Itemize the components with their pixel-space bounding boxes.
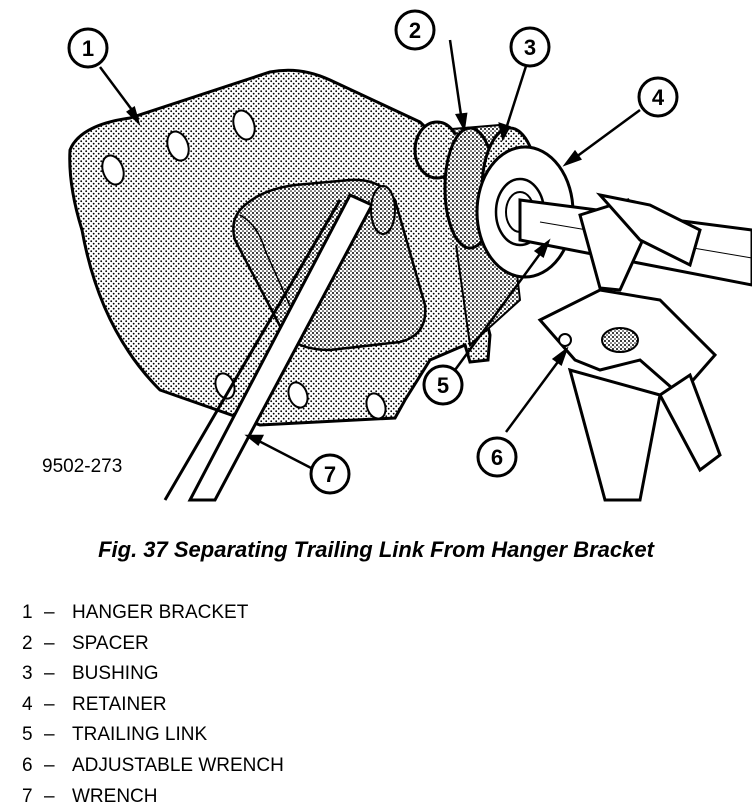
legend-number: 3 [22, 663, 33, 685]
callout-1-label: 1 [82, 36, 94, 61]
callout-1: 1 [67, 27, 109, 69]
parts-legend: 1–HANGER BRACKET 2–SPACER 3–BUSHING 4–RE… [22, 598, 284, 812]
legend-dash: – [44, 724, 55, 746]
callout-7: 7 [309, 453, 351, 495]
legend-item: 7–WRENCH [22, 782, 284, 812]
callout-4-label: 4 [652, 85, 665, 110]
legend-dash: – [44, 602, 55, 623]
legend-number: 2 [22, 632, 33, 654]
legend-item: 2–SPACER [22, 629, 284, 660]
legend-item: 6–ADJUSTABLE WRENCH [22, 751, 284, 782]
figure-id: 9502-273 [42, 456, 123, 477]
callout-5: 5 [422, 364, 464, 406]
adjustable-wrench [537, 192, 722, 502]
callout-5-label: 5 [437, 373, 449, 398]
leader-lines [98, 39, 641, 472]
figure-caption: Fig. 37 Separating Trailing Link From Ha… [98, 537, 654, 562]
callout-6-label: 6 [491, 445, 503, 470]
legend-dash: – [44, 754, 55, 776]
legend-label: RETAINER [72, 693, 167, 715]
legend-item: 3–BUSHING [22, 659, 284, 690]
legend-number: 7 [22, 785, 33, 807]
wrench [163, 185, 396, 502]
legend-item: 1–HANGER BRACKET [22, 598, 284, 629]
legend-dash: – [44, 663, 55, 685]
legend-label: HANGER BRACKET [72, 602, 249, 623]
callout-7-label: 7 [324, 462, 336, 487]
callout-2: 2 [394, 9, 436, 51]
legend-number: 4 [22, 693, 33, 715]
callout-3: 3 [509, 26, 551, 68]
legend-label: TRAILING LINK [72, 724, 208, 746]
callout-6: 6 [476, 436, 518, 478]
callout-2-label: 2 [409, 18, 421, 43]
exploded-view-illustration: 1 2 3 4 5 6 7 [67, 9, 752, 502]
legend-dash: – [44, 785, 55, 807]
legend-item: 4–RETAINER [22, 690, 284, 721]
legend-number: 1 [22, 602, 33, 623]
legend-number: 6 [22, 754, 33, 776]
legend-dash: – [44, 693, 55, 715]
legend-label: WRENCH [72, 785, 158, 807]
legend-dash: – [44, 632, 55, 654]
legend-item: 5–TRAILING LINK [22, 720, 284, 751]
legend-number: 5 [22, 724, 33, 746]
legend-label: BUSHING [72, 663, 159, 685]
callout-3-label: 3 [524, 35, 536, 60]
legend-label: SPACER [72, 632, 149, 654]
hanger-bracket [68, 68, 492, 427]
legend-label: ADJUSTABLE WRENCH [72, 754, 284, 776]
callout-4: 4 [637, 76, 679, 118]
